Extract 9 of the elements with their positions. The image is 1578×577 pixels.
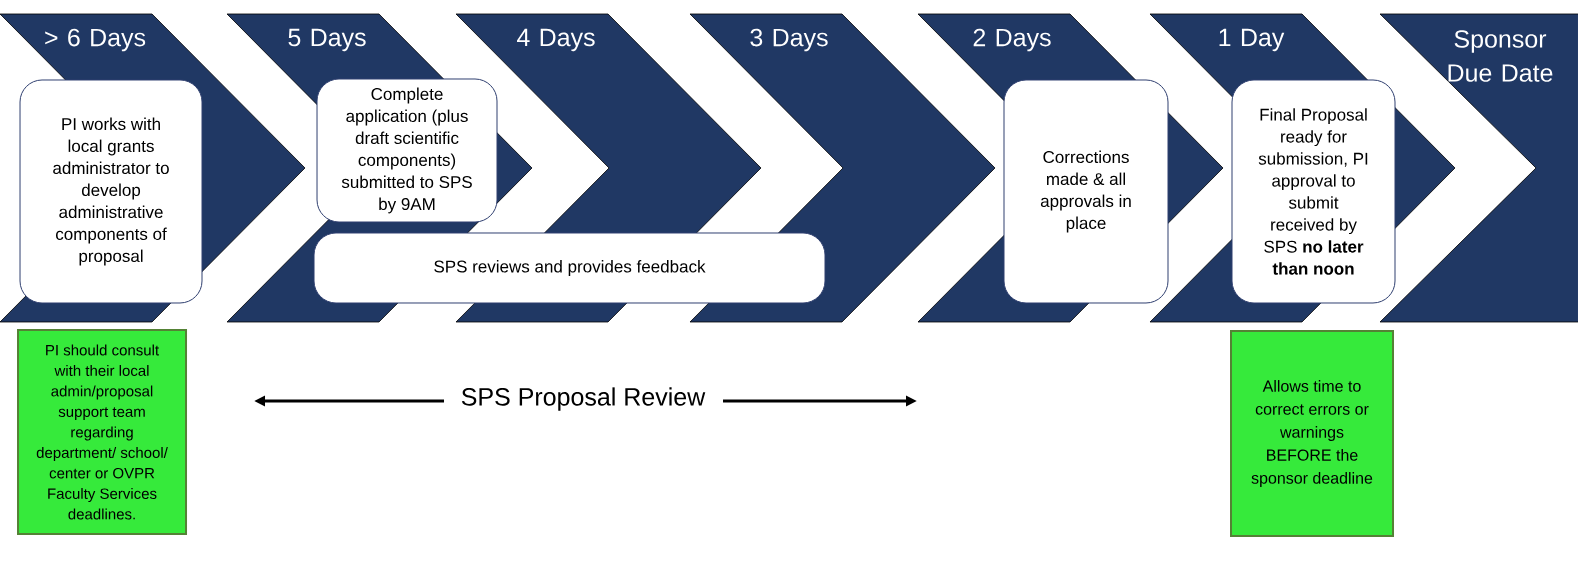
span-label: SPS Proposal Review	[461, 387, 706, 411]
process-box: Complete application (plus draft scientific components) submitted to SPS by 9AM	[316, 78, 498, 223]
process-box: Final Proposal ready for submission, PI approval to submit received by SPS no later than noon	[1231, 79, 1396, 304]
process-box: PI works with local grants administrator to develop administrative components of proposal	[19, 79, 203, 304]
note-box: Allows time to correct errors or warnings BEFORE the sponsor deadline	[1230, 330, 1394, 537]
timeline-step: Sponsor Due Date	[1379, 13, 1578, 323]
process-box: Corrections made & all approvals in place	[1003, 79, 1169, 304]
note-box: PI should consult with their local admin/proposal support team regarding department/ school/ center or OVPR Faculty Services deadlines.	[17, 329, 187, 535]
process-box: SPS reviews and provides feedback	[313, 232, 826, 304]
